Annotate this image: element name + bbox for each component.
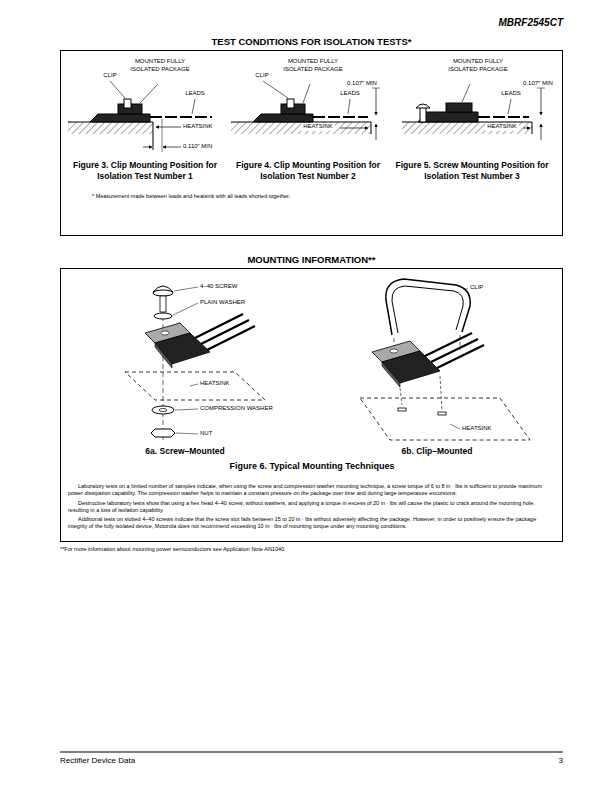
- figure-caption: Figure 3. Clip Mounting Position for Iso…: [66, 160, 224, 181]
- body-paragraph: Laboratory tests on a limited number of …: [68, 483, 556, 497]
- panel-heading: TEST CONDITIONS FOR ISOLATION TESTS*: [61, 36, 562, 47]
- dimension: 0.107″ MIN: [523, 80, 553, 88]
- figure-caption: Figure 4. Clip Mounting Position for Iso…: [229, 160, 387, 181]
- heatsink-callout: HEATSINK: [200, 380, 230, 388]
- footer-text: Rectifier Device Data: [60, 756, 135, 766]
- clip-callout: CLIP: [470, 284, 483, 292]
- package-callout: MOUNTED FULLY ISOLATED PACKAGE: [280, 58, 346, 73]
- body-paragraph: Destructive laboratory tests show that u…: [68, 500, 556, 514]
- washer-callout: PLAIN WASHER: [200, 299, 245, 307]
- heatsink-callout: HEATSINK: [485, 123, 519, 131]
- washer-callout: COMPRESSION WASHER: [200, 405, 273, 413]
- dimension: 0.107″ MIN: [347, 80, 377, 88]
- sub-caption: 6a. Screw–Mounted: [145, 446, 224, 457]
- figure-caption: Figure 6. Typical Mounting Techniques: [229, 461, 394, 472]
- figure-caption: Figure 5. Screw Mounting Position for Is…: [393, 160, 551, 181]
- isolation-test-panel: TEST CONDITIONS FOR ISOLATION TESTS*: [60, 50, 563, 236]
- panel-heading: MOUNTING INFORMATION**: [61, 254, 562, 265]
- sub-caption: 6b. Clip–Mounted: [402, 446, 473, 457]
- clip-mount-figure: [360, 279, 530, 440]
- screw-callout: 4–40 SCREW: [200, 283, 237, 291]
- body-paragraph: Additional tests on slotted 4–40 screws …: [68, 516, 556, 530]
- clip-callout: CLIP: [255, 72, 268, 80]
- package-callout: MOUNTED FULLY ISOLATED PACKAGE: [127, 58, 193, 73]
- figure-5: [402, 84, 545, 140]
- figure-4: [231, 81, 380, 140]
- footnote: * Measurement made between leads and hea…: [92, 193, 512, 200]
- dimension: 0.110″ MIN: [183, 143, 212, 151]
- footnote: **For more information about mounting po…: [60, 546, 560, 553]
- nut-callout: NUT: [200, 430, 212, 438]
- footer-rule: [60, 752, 563, 753]
- leads-callout: LEADS: [340, 90, 360, 98]
- screw-mount-figure: [125, 286, 265, 440]
- package-callout: MOUNTED FULLY ISOLATED PACKAGE: [445, 58, 511, 73]
- figure-3: [68, 81, 212, 152]
- page-number: 3: [559, 756, 563, 766]
- heatsink-callout: HEATSINK: [183, 123, 213, 131]
- heatsink-callout: HEATSINK: [301, 123, 335, 131]
- heatsink-callout: HEATSINK: [462, 425, 492, 433]
- page-title: MBRF2545CT: [499, 17, 563, 28]
- leads-callout: LEADS: [501, 90, 521, 98]
- clip-callout: CLIP: [103, 72, 116, 80]
- leads-callout: LEADS: [185, 90, 205, 98]
